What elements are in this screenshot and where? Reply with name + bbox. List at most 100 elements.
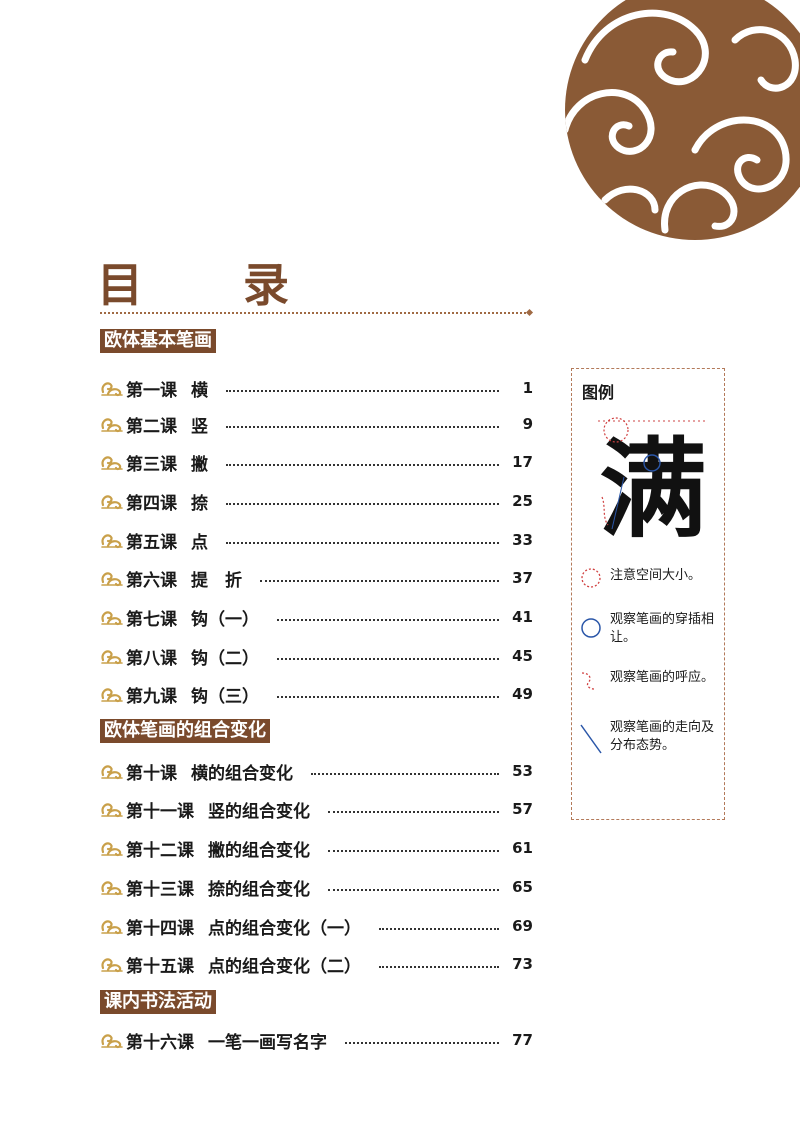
dot-leader xyxy=(277,619,499,621)
toc-row[interactable]: 第十六课 一笔一画写名字 77 xyxy=(100,1027,533,1053)
lesson-number: 第九课 xyxy=(126,686,177,707)
page-number: 73 xyxy=(512,955,533,973)
toc-row[interactable]: 第十三课 捺的组合变化 65 xyxy=(100,874,533,900)
legend-item-echo: 观察笔画的呼应。 xyxy=(578,669,718,693)
page-number: 49 xyxy=(512,685,533,703)
cloud-bullet-icon xyxy=(101,534,123,549)
cloud-bullet-icon xyxy=(101,456,123,471)
toc-row[interactable]: 第九课 钩（三） 49 xyxy=(100,681,533,707)
page-number: 53 xyxy=(512,762,533,780)
lesson-number: 第十六课 xyxy=(126,1032,194,1053)
red-dotted-curve-icon xyxy=(581,672,595,690)
legend-item-text: 观察笔画的呼应。 xyxy=(610,670,715,685)
dot-leader xyxy=(226,390,499,392)
dot-leader xyxy=(226,503,499,505)
cloud-bullet-icon xyxy=(101,920,123,935)
lesson-topic: 捺的组合变化 xyxy=(208,879,310,900)
lesson-topic: 撇 xyxy=(191,454,208,475)
lesson-topic: 捺 xyxy=(191,493,208,514)
section-header-stroke-combinations: 欧体笔画的组合变化 xyxy=(100,719,270,743)
dotted-red-circle-icon xyxy=(581,568,601,588)
legend-item-text: 观察笔画的穿插相让。 xyxy=(610,612,715,645)
title-divider xyxy=(100,312,530,314)
toc-row[interactable]: 第六课 提 折 37 xyxy=(100,565,533,591)
toc-row[interactable]: 第十五课 点的组合变化（二） 73 xyxy=(100,951,533,977)
dot-leader xyxy=(226,542,499,544)
dot-leader xyxy=(260,580,499,582)
cloud-bullet-icon xyxy=(101,803,123,818)
toc-row[interactable]: 第十一课 竖的组合变化 57 xyxy=(100,796,533,822)
legend-item-space: 注意空间大小。 xyxy=(578,567,718,589)
legend-character: 满 xyxy=(599,427,707,539)
legend-title: 图例 xyxy=(582,383,615,402)
lesson-topic: 钩（一） xyxy=(191,609,259,630)
toc-row[interactable]: 第一课 横 1 xyxy=(100,375,533,401)
cloud-pattern-decoration xyxy=(545,0,800,245)
dot-leader xyxy=(379,966,499,968)
legend-item-interlace: 观察笔画的穿插相让。 xyxy=(578,611,718,647)
section-header-calligraphy-activity: 课内书法活动 xyxy=(100,990,216,1014)
lesson-number: 第十课 xyxy=(126,763,177,784)
lesson-number: 第十三课 xyxy=(126,879,194,900)
toc-row[interactable]: 第十课 横的组合变化 53 xyxy=(100,758,533,784)
toc-row[interactable]: 第二课 竖 9 xyxy=(100,411,533,437)
toc-row[interactable]: 第十二课 撇的组合变化 61 xyxy=(100,835,533,861)
lesson-topic: 提 折 xyxy=(191,570,242,591)
lesson-topic: 横的组合变化 xyxy=(191,763,293,784)
page-number: 1 xyxy=(522,379,533,397)
toc-row[interactable]: 第三课 撇 17 xyxy=(100,449,533,475)
page-number: 33 xyxy=(512,531,533,549)
page-number: 41 xyxy=(512,608,533,626)
toc-row[interactable]: 第八课 钩（二） 45 xyxy=(100,643,533,669)
dot-leader xyxy=(328,850,499,852)
lesson-number: 第六课 xyxy=(126,570,177,591)
lesson-topic: 钩（三） xyxy=(191,686,259,707)
lesson-number: 第十五课 xyxy=(126,956,194,977)
section-header-basic-strokes: 欧体基本笔画 xyxy=(100,329,216,353)
dot-leader xyxy=(277,696,499,698)
page-number: 65 xyxy=(512,878,533,896)
lesson-topic: 点的组合变化（一） xyxy=(208,918,361,939)
cloud-bullet-icon xyxy=(101,958,123,973)
lesson-number: 第七课 xyxy=(126,609,177,630)
toc-row[interactable]: 第七课 钩（一） 41 xyxy=(100,604,533,630)
lesson-topic: 横 xyxy=(191,380,208,401)
blue-slash-line-icon xyxy=(580,724,602,754)
page-number: 37 xyxy=(512,569,533,587)
lesson-topic: 竖 xyxy=(191,416,208,437)
page-number: 69 xyxy=(512,917,533,935)
page-title: 目 录 xyxy=(97,258,332,312)
lesson-number: 第四课 xyxy=(126,493,177,514)
lesson-topic: 一笔一画写名字 xyxy=(208,1032,327,1053)
lesson-topic: 钩（二） xyxy=(191,648,259,669)
lesson-number: 第五课 xyxy=(126,532,177,553)
cloud-bullet-icon xyxy=(101,688,123,703)
cloud-bullet-icon xyxy=(101,382,123,397)
cloud-bullet-icon xyxy=(101,881,123,896)
page-number: 45 xyxy=(512,647,533,665)
dot-leader xyxy=(277,658,499,660)
cloud-bullet-icon xyxy=(101,765,123,780)
dot-leader xyxy=(328,811,499,813)
lesson-topic: 撇的组合变化 xyxy=(208,840,310,861)
cloud-bullet-icon xyxy=(101,418,123,433)
dot-leader xyxy=(345,1042,499,1044)
page-number: 57 xyxy=(512,800,533,818)
lesson-number: 第十二课 xyxy=(126,840,194,861)
toc-row[interactable]: 第十四课 点的组合变化（一） 69 xyxy=(100,913,533,939)
page-number: 17 xyxy=(512,453,533,471)
dot-leader xyxy=(328,889,499,891)
dot-leader xyxy=(226,426,499,428)
lesson-number: 第一课 xyxy=(126,380,177,401)
lesson-number: 第三课 xyxy=(126,454,177,475)
legend-character-illustration: 满 xyxy=(598,417,708,539)
cloud-bullet-icon xyxy=(101,611,123,626)
page-number: 77 xyxy=(512,1031,533,1049)
lesson-topic: 点的组合变化（二） xyxy=(208,956,361,977)
toc-row[interactable]: 第五课 点 33 xyxy=(100,527,533,553)
dot-leader xyxy=(226,464,499,466)
page-number: 25 xyxy=(512,492,533,510)
blue-circle-icon xyxy=(581,618,601,638)
toc-row[interactable]: 第四课 捺 25 xyxy=(100,488,533,514)
lesson-topic: 点 xyxy=(191,532,208,553)
